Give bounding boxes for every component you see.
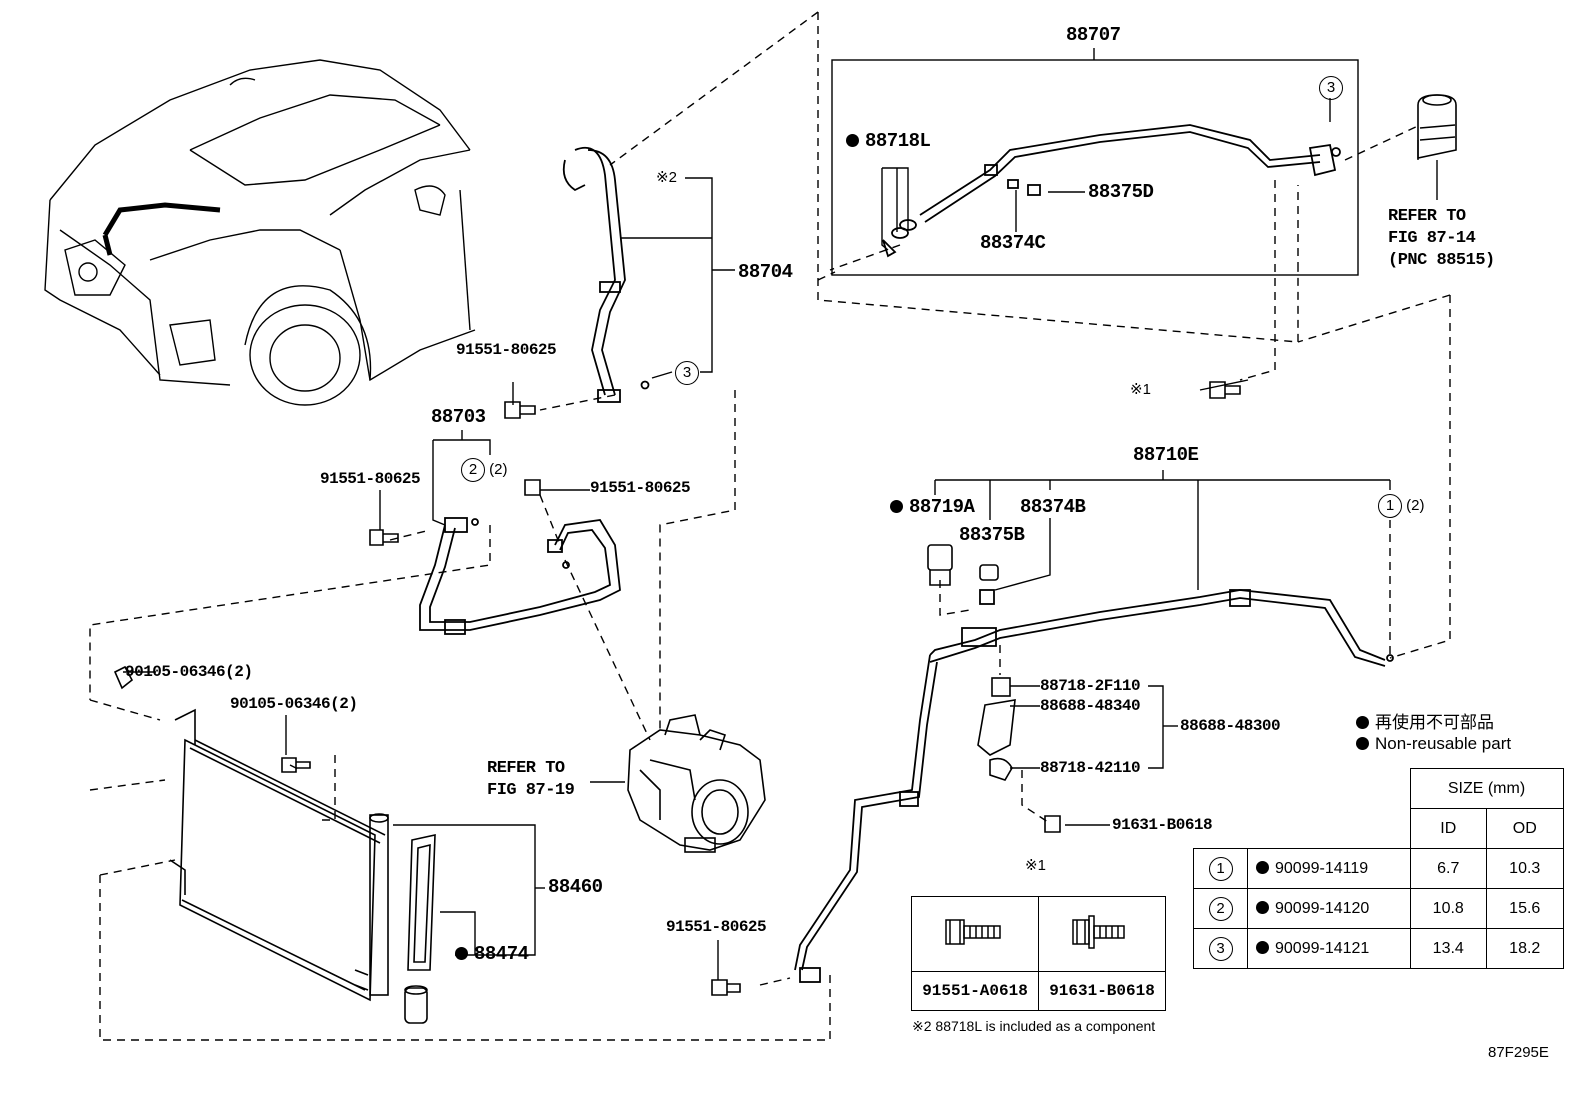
label-91551-80625-c: 91551-80625 <box>590 479 691 497</box>
non-reusable-dot-icon <box>455 947 468 960</box>
label-88374C: 88374C <box>980 232 1046 254</box>
label-88460: 88460 <box>548 876 603 898</box>
hose-88704 <box>562 146 650 403</box>
table-header-row: SIZE (mm) <box>1194 768 1564 809</box>
id-header: ID <box>1409 808 1487 849</box>
label-90105-06346-a: 90105-06346(2) <box>125 663 253 681</box>
label-88375B: 88375B <box>959 524 1025 546</box>
label-91551-80625-b: 91551-80625 <box>320 470 421 488</box>
table-subheader-row: ID OD <box>1194 808 1564 849</box>
table-row: 2 90099-14120 10.8 15.6 <box>1193 888 1564 929</box>
non-reusable-dot-icon <box>846 134 859 147</box>
label-91551-80625-a: 91551-80625 <box>456 341 557 359</box>
hose-88703 <box>419 517 621 635</box>
compressor <box>627 714 766 853</box>
label-88474: 88474 <box>455 943 529 965</box>
vehicle-illustration <box>44 59 476 406</box>
footnote: ※2 88718L is included as a component <box>912 1018 1156 1034</box>
legend-english: Non-reusable part <box>1356 734 1511 754</box>
label-88707: 88707 <box>1066 24 1121 46</box>
bolt-table-mark: ※1 <box>1025 857 1046 874</box>
non-reusable-dot-icon <box>1356 737 1369 750</box>
label-88718-42110: 88718-42110 <box>1040 759 1141 777</box>
o-ring-3-callout-hose: 3 <box>675 361 699 385</box>
od-header: OD <box>1486 808 1564 849</box>
table-row: 3 90099-14121 13.4 18.2 <box>1193 928 1564 969</box>
label-88704: 88704 <box>738 261 793 283</box>
o-ring-2-callout: 2 (2) <box>461 458 508 482</box>
label-88719A: 88719A <box>890 496 975 518</box>
non-reusable-dot-icon <box>890 500 903 513</box>
label-88710E: 88710E <box>1133 444 1199 466</box>
label-88688-48340: 88688-48340 <box>1040 697 1141 715</box>
bolt-washer-icon <box>1038 896 1166 972</box>
dashed-leader-lines <box>89 11 1451 1041</box>
label-91551-80625-d: 91551-80625 <box>666 918 767 936</box>
non-reusable-dot-icon <box>1356 716 1369 729</box>
o-ring-1-callout: 1 (2) <box>1378 494 1425 518</box>
table-row: 1 90099-14119 6.7 10.3 <box>1193 848 1564 889</box>
label-88688-48300: 88688-48300 <box>1180 717 1281 735</box>
label-91631-B0618: 91631-B0618 <box>1112 816 1213 834</box>
note1-mark: ※1 <box>1130 381 1151 398</box>
legend-japanese: 再使用不可部品 <box>1356 708 1494 733</box>
label-88375D: 88375D <box>1088 181 1154 203</box>
note2-mark: ※2 <box>656 169 677 186</box>
bolt-flange-icon <box>911 896 1039 972</box>
non-reusable-dot-icon <box>1256 900 1269 914</box>
non-reusable-dot-icon <box>1256 940 1269 954</box>
small-parts <box>113 94 1457 996</box>
label-88718L: 88718L <box>846 130 931 152</box>
figure-id: 87F295E <box>1488 1044 1549 1061</box>
label-88703: 88703 <box>431 406 486 428</box>
refer-fig-87-14: REFER TO FIG 87-14 (PNC 88515) <box>1388 207 1495 270</box>
bolt-part-right: 91631-B0618 <box>1038 971 1166 1011</box>
o-ring-3-callout-top: 3 <box>1319 76 1343 100</box>
refer-fig-87-19: REFER TO FIG 87-19 <box>487 759 575 800</box>
size-header: SIZE (mm) <box>1409 768 1564 809</box>
bolt-table: 91551-A0618 91631-B0618 <box>911 896 1166 1011</box>
o-ring-size-table: SIZE (mm) ID OD 1 90099-14119 6.7 10.3 2… <box>1193 768 1564 969</box>
pipe-88707 <box>882 124 1341 258</box>
pipe-88710E <box>794 589 1394 983</box>
bolt-part-left: 91551-A0618 <box>911 971 1039 1011</box>
label-88374B: 88374B <box>1020 496 1086 518</box>
label-88718-2F110: 88718-2F110 <box>1040 677 1141 695</box>
condenser-88460 <box>169 708 436 1024</box>
label-90105-06346-b: 90105-06346(2) <box>230 695 358 713</box>
non-reusable-dot-icon <box>1256 860 1269 874</box>
